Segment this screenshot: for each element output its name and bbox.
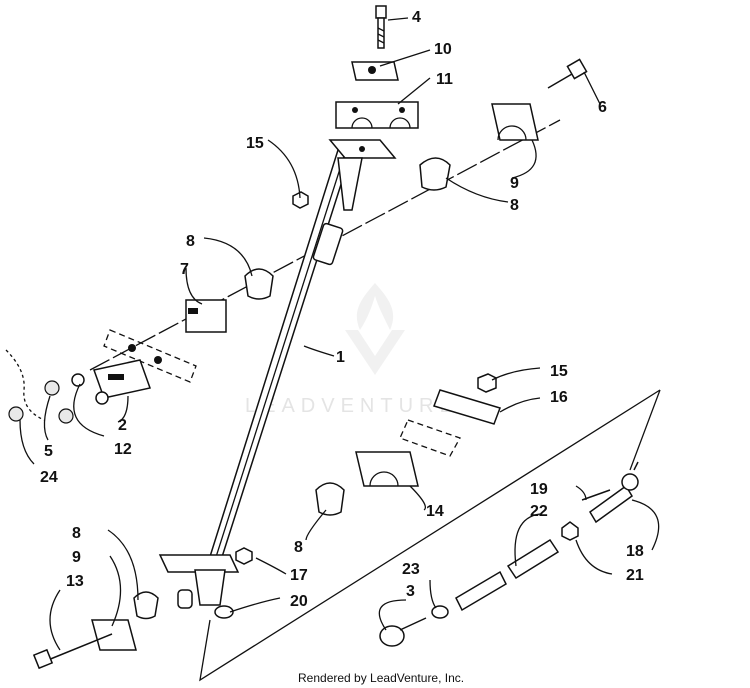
nut-17 (235, 547, 253, 565)
bushing-8-top (419, 157, 451, 191)
label-15-top: 15 (246, 135, 264, 152)
label-19: 19 (530, 481, 548, 498)
bushing-8-lower (133, 591, 159, 620)
label-17: 17 (290, 567, 308, 584)
label-10: 10 (434, 41, 452, 58)
clamp-block-14 (355, 451, 419, 487)
label-3: 3 (406, 583, 415, 600)
label-6: 6 (598, 99, 607, 116)
nut-5a (44, 380, 60, 396)
label-24: 24 (40, 469, 58, 486)
label-9-top: 9 (510, 175, 519, 192)
label-15-lower: 15 (550, 363, 568, 380)
sleeve-22 (506, 538, 560, 580)
label-1: 1 (336, 349, 345, 366)
label-16: 16 (550, 389, 568, 406)
bolt-6 (547, 58, 588, 89)
leader-lines (19, 17, 660, 651)
bushing-8-mid (315, 482, 345, 516)
clamp-block-9-top (491, 103, 539, 141)
label-4: 4 (412, 9, 421, 26)
jam-nut-21 (561, 521, 579, 541)
tie-rod-end-3 (379, 617, 427, 647)
nut-15-top (292, 191, 309, 209)
bolt-13 (32, 633, 113, 670)
label-12: 12 (114, 441, 132, 458)
label-8-lower: 8 (72, 525, 81, 542)
watermark-text: LEADVENTURE (245, 395, 459, 417)
nut-24 (8, 406, 24, 422)
tie-rod-end-18 (589, 461, 639, 524)
label-8-mid: 8 (294, 539, 303, 556)
label-18: 18 (626, 543, 644, 560)
steering-column (158, 139, 397, 609)
label-11: 11 (436, 71, 453, 88)
watermark-logo (345, 283, 405, 375)
nut-15-lower (477, 373, 497, 393)
frame-section-right (399, 419, 461, 457)
label-21: 21 (626, 567, 644, 584)
tie-rod-shaft (455, 570, 507, 612)
washer-20 (214, 605, 234, 619)
clamp-block-7 (185, 299, 227, 333)
bracket-2 (93, 359, 151, 399)
clamp-block-9-lower (91, 619, 137, 651)
washer-12b (95, 391, 109, 405)
label-8-top: 8 (510, 197, 519, 214)
label-8-left: 8 (186, 233, 195, 250)
frame-section (103, 329, 197, 383)
bushing-8-left (244, 268, 274, 300)
label-14: 14 (426, 503, 444, 520)
label-9-lower: 9 (72, 549, 81, 566)
label-22: 22 (530, 503, 548, 520)
clamp-cap-10 (351, 61, 399, 81)
plane-outline (199, 389, 661, 682)
clamp-block-11 (335, 101, 419, 129)
label-7: 7 (180, 261, 189, 278)
label-20: 20 (290, 593, 308, 610)
footer-credit: Rendered by LeadVenture, Inc. (298, 671, 464, 685)
plate-16 (433, 389, 501, 425)
nut-5b (58, 408, 74, 424)
label-2: 2 (118, 417, 127, 434)
label-5: 5 (44, 443, 53, 460)
jam-nut-23 (431, 605, 449, 619)
bolt-4 (375, 5, 387, 49)
cotter-pin-19 (581, 489, 611, 501)
label-13: 13 (66, 573, 84, 590)
washer-12a (71, 373, 85, 387)
label-23: 23 (402, 561, 420, 578)
